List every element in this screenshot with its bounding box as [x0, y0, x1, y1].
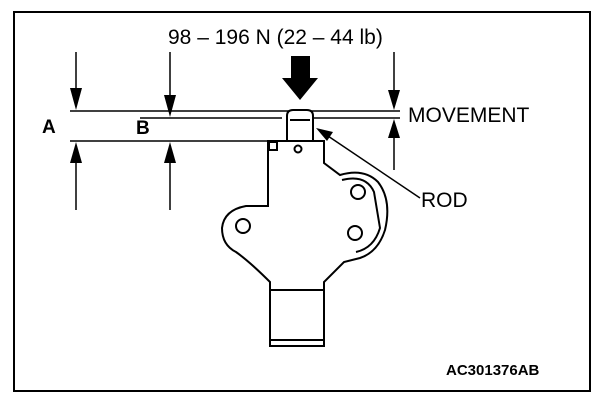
force-arrow-icon: [282, 56, 318, 100]
dimension-a-label: A: [42, 117, 56, 138]
mounting-holes: [235, 144, 366, 241]
dimension-b-label: B: [136, 118, 150, 139]
figure-code: AC301376AB: [446, 362, 540, 379]
rod: [286, 109, 314, 142]
reference-lines: [70, 110, 400, 142]
force-label: 98 – 196 N (22 – 44 lb): [168, 26, 383, 49]
rod-label: ROD: [421, 189, 468, 212]
movement-arrows: [388, 52, 400, 170]
tensioner-body: [220, 140, 389, 347]
dimension-b-arrows: [164, 52, 176, 210]
rod-leader-arrow: [316, 128, 421, 199]
movement-label: MOVEMENT: [408, 104, 530, 127]
dimension-a-arrows: [70, 52, 82, 210]
